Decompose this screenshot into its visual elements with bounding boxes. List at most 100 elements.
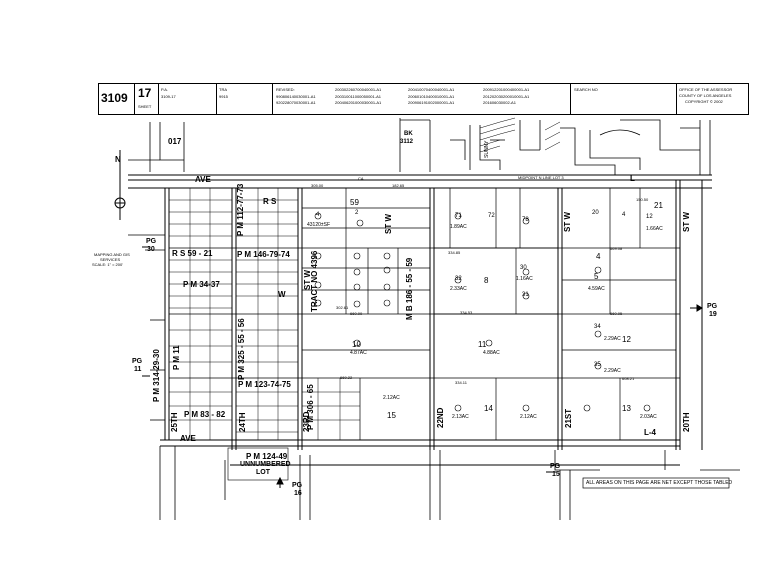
tract-label: R S: [263, 197, 277, 206]
office-line: OFFICE OF THE ASSESSOR: [679, 87, 733, 92]
parcel-number: 72: [488, 213, 495, 219]
acreage-label: 43120±SF: [307, 222, 331, 228]
revised-entry: 990806140030001-A1: [276, 94, 316, 99]
pg-ref: PG: [550, 463, 561, 470]
acreage-label: 4.87AC: [350, 350, 367, 356]
unnumbered-lot-box: [227, 447, 289, 481]
st-w-far-label: ST W: [682, 212, 691, 232]
dim-label: 334.85: [448, 250, 461, 255]
search-cell: SEARCH NO: [571, 84, 677, 114]
bk-number-label: 3112: [400, 139, 414, 145]
midpoint-note: MIDPOINT N LINE LOT 3: [518, 175, 564, 180]
left-lines: [128, 159, 165, 421]
parcel-lines: [169, 188, 680, 440]
bottom-road: [160, 439, 680, 466]
parcel-number: 59: [350, 198, 359, 207]
mapping-note: SCALE: 1" = 200': [92, 262, 123, 267]
tract-label: R S 59 - 21: [172, 249, 213, 258]
pa-value: 3109-17: [161, 94, 176, 99]
sunny-street-label: SUNNY: [484, 140, 490, 158]
parcel-number: 4: [316, 212, 320, 218]
acreage-label: 1.66AC: [646, 226, 663, 232]
tract-label: P M 314-29-30: [152, 349, 161, 402]
dim-label: 660.00: [350, 311, 363, 316]
dim-label: 669.08: [610, 246, 623, 251]
pg-ref: PG: [707, 303, 718, 310]
parcel-number: 31: [522, 292, 529, 298]
north-arrow-icon: [114, 150, 126, 220]
acreage-label: 2.12AC: [520, 414, 537, 420]
parcel-number: 78: [522, 217, 529, 223]
pg-arrows: [142, 246, 703, 488]
acreage-label: 2.12AC: [383, 395, 400, 401]
dim-label: 334.53: [460, 310, 473, 315]
ca-label: CA: [358, 176, 364, 181]
lower-lines: [159, 446, 740, 520]
parcel-number: 21: [654, 201, 663, 210]
parcel-number: 8: [484, 276, 489, 285]
acreage-label: 2.33AC: [450, 286, 467, 292]
tract-label: M B 186 - 55 - 59: [405, 257, 414, 320]
parcel-number: 4: [596, 252, 601, 261]
parcel-number: 15: [387, 411, 396, 420]
parcel-circles: [314, 212, 651, 412]
parcel-number: 12: [622, 335, 631, 344]
pg-ref: PG: [292, 482, 303, 489]
dim-label: 150.50: [636, 197, 649, 202]
tract-label: P M 325 - 55 - 56: [237, 318, 246, 380]
revised-entry: 200601010400010001-A1: [408, 94, 455, 99]
book-cell: 3109: [99, 84, 135, 114]
st-w-24-label: W: [278, 290, 286, 299]
north-label: N: [115, 155, 121, 164]
unnumbered-lot-label: UNNUMBERED: [240, 461, 291, 468]
revised-entry: 200906191002000001-A1: [408, 100, 455, 105]
ave-bottom-label: AVE: [180, 434, 196, 443]
parcel-number: 35: [594, 362, 601, 368]
upper-hatch: [479, 117, 561, 153]
acreage-label: 2.29AC: [604, 368, 621, 374]
revised-entry: 200912201000400001-A1: [483, 87, 530, 92]
parcel-number: 4: [622, 212, 626, 218]
parcel-number: 10: [352, 340, 361, 349]
parcel-number: 2: [355, 210, 359, 216]
pg-ref: 15: [552, 471, 560, 478]
parcel-number: 5: [594, 272, 599, 281]
mapping-note: MAPPING AND GIS: [94, 252, 130, 257]
dim-label: 334.11: [455, 380, 467, 385]
tract-label: P M 11: [172, 345, 181, 370]
st-21-label: 21ST: [564, 408, 573, 428]
tract-label: TRACT NO 4396: [310, 250, 319, 312]
parcel-number: 32: [455, 276, 462, 282]
dim-label: 660.05: [610, 311, 623, 316]
revised-entry: 200302260700040001-A1: [335, 87, 382, 92]
revised-cell: REVISED: 990806140030001-A1 920228070030…: [273, 84, 571, 114]
tract-label: P M 123-74-75: [238, 380, 291, 389]
dim-label: 608.21: [622, 376, 635, 381]
pg-ref: PG: [146, 238, 157, 245]
parcel-number: 14: [484, 404, 493, 413]
st-24-label: 24TH: [238, 412, 247, 432]
tract-label: P M 112-77-73: [236, 183, 245, 236]
bk-label: BK: [404, 131, 413, 137]
office-cell: OFFICE OF THE ASSESSOR COUNTY OF LOS ANG…: [677, 84, 748, 114]
ave-road: [128, 174, 712, 189]
tract-label: P M 306 - 65: [306, 384, 315, 430]
page-number: 17: [138, 86, 152, 100]
acreage-label: 1.16AC: [516, 276, 533, 282]
dim-label: 182.65: [392, 183, 405, 188]
mapping-note: SERVICES: [100, 257, 121, 262]
tra-value: 9915: [219, 94, 228, 99]
l-top-label: L: [630, 174, 635, 183]
parcel-number: 12: [646, 214, 653, 220]
parcel-number: 13: [622, 404, 631, 413]
page-cell: 17 SHEET: [135, 84, 159, 114]
office-line: COUNTY OF LOS ANGELES: [679, 93, 732, 98]
dim-label: 669.22: [340, 375, 353, 380]
revised-label: REVISED:: [276, 87, 295, 92]
book-number: 3109: [101, 91, 128, 105]
all-areas-box: [582, 477, 730, 489]
vertical-streets: [164, 180, 703, 450]
acreage-label: 2.13AC: [452, 414, 469, 420]
parcel-number: 20: [592, 210, 599, 216]
search-label: SEARCH NO: [574, 87, 598, 92]
